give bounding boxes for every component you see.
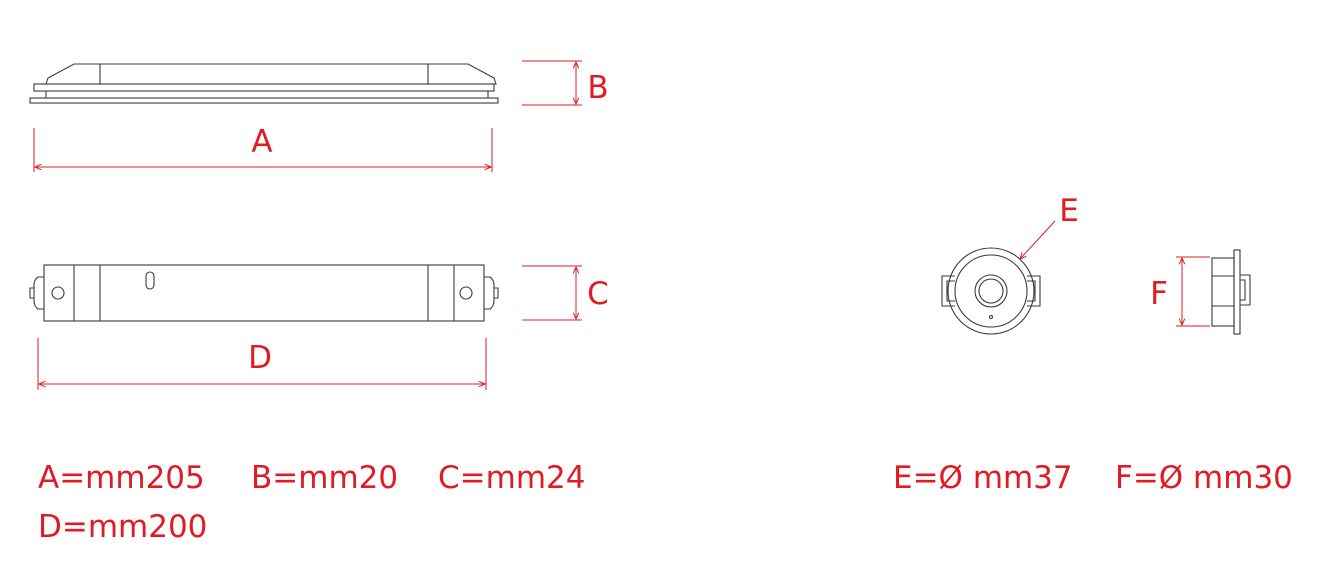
sensor-side-view <box>1211 249 1251 335</box>
label-a: A <box>251 124 272 160</box>
dimension-c <box>522 265 582 321</box>
spec-e: E=Ø mm37 <box>893 460 1073 496</box>
spec-a: A=mm205 <box>38 460 205 496</box>
label-d: D <box>248 340 272 376</box>
label-f: F <box>1150 276 1168 312</box>
spec-f: F=Ø mm30 <box>1115 460 1293 496</box>
driver-side-view <box>29 63 499 104</box>
sensor-front-view <box>941 247 1041 335</box>
driver-top-view <box>29 264 499 322</box>
spec-c: C=mm24 <box>438 460 586 496</box>
label-e: E <box>1059 193 1079 229</box>
dimension-f <box>1176 256 1210 327</box>
spec-d: D=mm200 <box>38 509 208 545</box>
dimension-b <box>522 60 582 106</box>
label-b: B <box>587 70 608 106</box>
spec-b: B=mm20 <box>251 460 399 496</box>
dimension-a <box>33 128 493 172</box>
dimension-e-leader <box>1020 220 1056 259</box>
dimension-d <box>37 338 487 390</box>
label-c: C <box>587 276 609 312</box>
